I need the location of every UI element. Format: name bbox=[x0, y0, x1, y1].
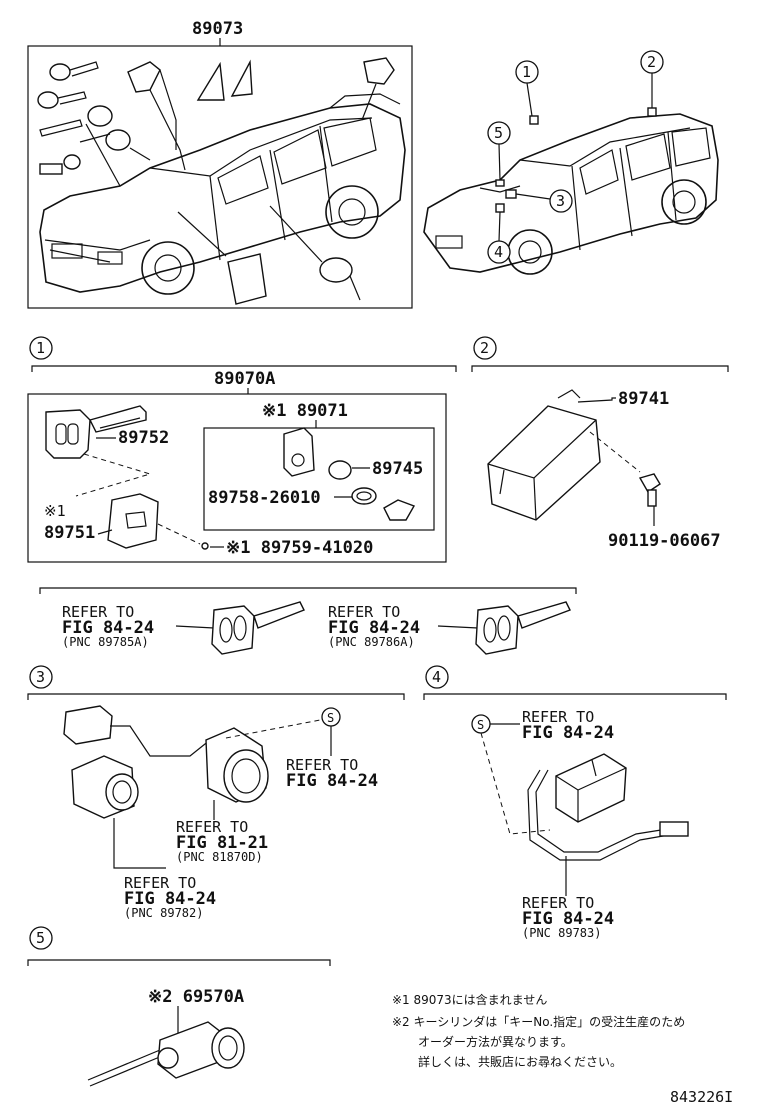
label-89071: ※1 89071 bbox=[262, 401, 348, 421]
section-2-bracket bbox=[471, 365, 729, 372]
section-3-ref-c-l2: FIG 84-24 bbox=[124, 889, 216, 909]
svg-text:1: 1 bbox=[36, 339, 45, 357]
svg-text:FIG 84-24: FIG 84-24 bbox=[328, 618, 420, 638]
note-1: ※1 89073には含まれません bbox=[392, 992, 547, 1007]
section-4-ref-b-l2: FIG 84-24 bbox=[522, 909, 614, 929]
svg-text:(PNC 89785A): (PNC 89785A) bbox=[62, 635, 149, 649]
note-3: オーダー方法が異なります。 bbox=[418, 1034, 573, 1049]
section-3-bracket bbox=[27, 693, 405, 700]
svg-text:3: 3 bbox=[556, 192, 565, 210]
label-89070A: 89070A bbox=[214, 369, 275, 389]
locator-marker-3 bbox=[549, 189, 573, 213]
svg-text:S: S bbox=[327, 711, 334, 725]
key-plate bbox=[107, 493, 159, 549]
svg-text:REFER TO: REFER TO bbox=[62, 603, 134, 621]
frame-89073 bbox=[27, 45, 413, 309]
plate-mark: ※1 bbox=[44, 502, 66, 520]
car-right-illustration bbox=[423, 107, 719, 275]
key-with-transmitter bbox=[45, 405, 147, 459]
section-4-ref-a-l1: REFER TO bbox=[522, 708, 594, 726]
svg-text:2: 2 bbox=[480, 339, 489, 357]
label-89073: 89073 bbox=[192, 19, 243, 39]
section-3-ref-c-l3: (PNC 89782) bbox=[124, 906, 203, 920]
svg-text:2: 2 bbox=[647, 53, 656, 71]
section-3-ref-b-l1: REFER TO bbox=[176, 818, 248, 836]
svg-text:FIG 84-24: FIG 84-24 bbox=[62, 618, 154, 638]
label-89745: 89745 bbox=[372, 459, 423, 479]
ref-key-1: REFER TO FIG 84-24 (PNC 89785A) bbox=[62, 601, 305, 655]
control-module-89741 bbox=[487, 389, 601, 521]
svg-text:4: 4 bbox=[494, 243, 503, 261]
svg-text:5: 5 bbox=[494, 124, 503, 142]
label-90119-06067: 90119-06067 bbox=[608, 531, 721, 551]
car-left-illustration bbox=[39, 93, 406, 295]
section-3-ref-b-l3: (PNC 81870D) bbox=[176, 850, 263, 864]
frame-89070A bbox=[27, 393, 447, 563]
key-cylinder-69570A bbox=[87, 1021, 245, 1087]
transmitter-housing bbox=[283, 427, 416, 521]
lock-parts-illustration bbox=[127, 57, 395, 305]
notes: ※1 89073には含まれません ※2 キーシリンダは「キーNo.指定」の受注生… bbox=[392, 992, 685, 1069]
label-89758-26010: 89758-26010 bbox=[208, 488, 321, 508]
figure-id: 843226I bbox=[670, 1088, 733, 1106]
svg-text:S: S bbox=[477, 718, 484, 732]
section-1-bracket bbox=[31, 365, 457, 372]
label-89751: 89751 bbox=[44, 523, 95, 543]
section-4-ref-b-l3: (PNC 89783) bbox=[522, 926, 601, 940]
screw-89759 bbox=[201, 542, 209, 550]
section-4-ref-a-l2: FIG 84-24 bbox=[522, 723, 614, 743]
section-3-ref-c-l1: REFER TO bbox=[124, 874, 196, 892]
wire-harness-89783 bbox=[527, 753, 689, 861]
svg-text:(PNC 89786A): (PNC 89786A) bbox=[328, 635, 415, 649]
section-3-ref-a-l2: FIG 84-24 bbox=[286, 771, 378, 791]
svg-text:REFER TO: REFER TO bbox=[328, 603, 400, 621]
svg-text:3: 3 bbox=[36, 668, 45, 686]
section-3-marker bbox=[29, 665, 53, 689]
keys-bracket bbox=[39, 587, 577, 594]
ref-key-2: REFER TO FIG 84-24 (PNC 89786A) bbox=[328, 601, 571, 655]
section-3-ref-b-l2: FIG 81-21 bbox=[176, 833, 268, 853]
note-4: 詳しくは、共販店にお尋ねください。 bbox=[418, 1054, 622, 1069]
section-2-marker bbox=[473, 336, 497, 360]
section-1-marker bbox=[29, 336, 53, 360]
key-set-illustration bbox=[37, 61, 151, 187]
bolt-90119 bbox=[638, 473, 661, 507]
section-4-marker bbox=[425, 665, 449, 689]
frame-89071 bbox=[203, 427, 435, 531]
label-89752: 89752 bbox=[118, 428, 169, 448]
label-69570A: ※2 69570A bbox=[148, 987, 244, 1007]
section-4-bracket bbox=[423, 693, 727, 700]
section-5-marker bbox=[29, 926, 53, 950]
door-lock-cylinder-assy bbox=[63, 705, 269, 819]
svg-text:5: 5 bbox=[36, 929, 45, 947]
label-89759-41020: ※1 89759-41020 bbox=[226, 538, 373, 558]
section-5-bracket bbox=[27, 959, 331, 966]
section-3-ref-a-l1: REFER TO bbox=[286, 756, 358, 774]
locator-markers: 1 2 3 4 5 bbox=[487, 50, 664, 264]
svg-text:1: 1 bbox=[522, 63, 531, 81]
cap-89745 bbox=[328, 460, 352, 480]
label-89741: 89741 bbox=[618, 389, 669, 409]
svg-text:4: 4 bbox=[432, 668, 441, 686]
ring-89758 bbox=[351, 487, 377, 505]
note-2: ※2 キーシリンダは「キーNo.指定」の受注生産のため bbox=[392, 1014, 685, 1029]
section-4-ref-b-l1: REFER TO bbox=[522, 894, 594, 912]
